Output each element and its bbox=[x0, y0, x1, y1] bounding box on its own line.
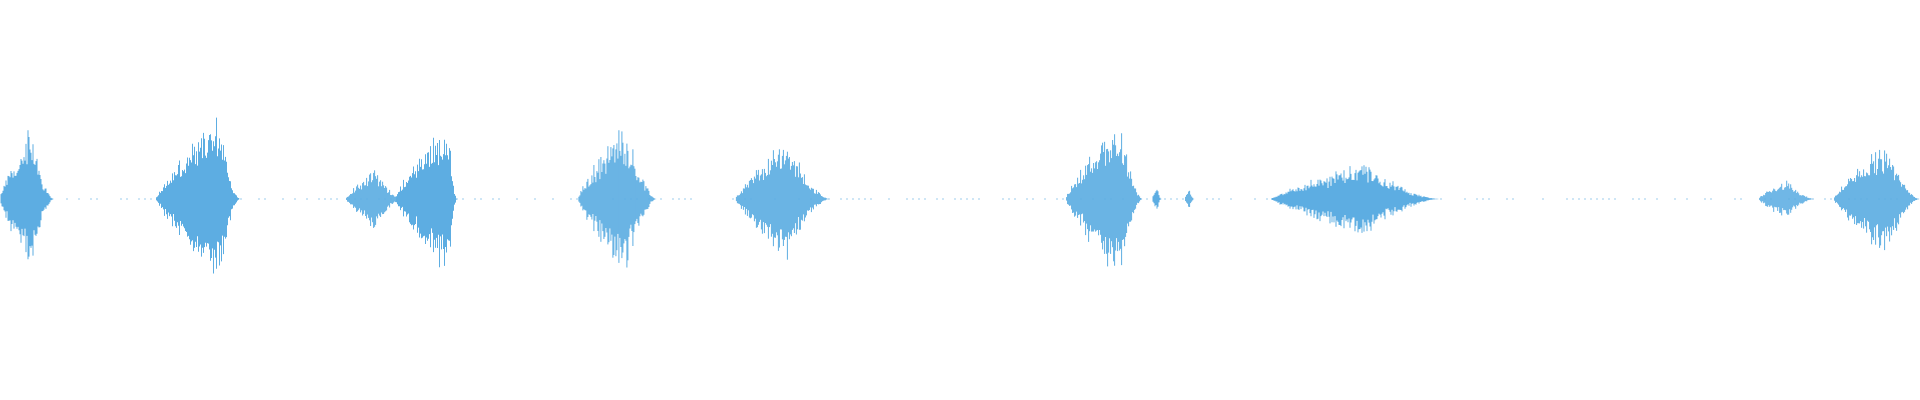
waveform-burst-10 bbox=[1271, 165, 1439, 233]
waveform-burst-9 bbox=[1185, 190, 1195, 207]
waveform-burst-5 bbox=[578, 130, 657, 268]
waveform-burst-1 bbox=[0, 130, 54, 260]
waveform-burst-6 bbox=[735, 149, 829, 260]
waveform-burst-3 bbox=[346, 170, 403, 228]
waveform-bursts bbox=[0, 117, 1920, 274]
waveform-burst-7 bbox=[1066, 133, 1143, 267]
waveform-burst-8 bbox=[1152, 189, 1162, 209]
waveform-burst-4 bbox=[396, 137, 457, 268]
waveform-burst-11 bbox=[1759, 180, 1814, 216]
waveform-burst-2 bbox=[156, 117, 240, 274]
waveform-burst-12 bbox=[1834, 149, 1920, 251]
